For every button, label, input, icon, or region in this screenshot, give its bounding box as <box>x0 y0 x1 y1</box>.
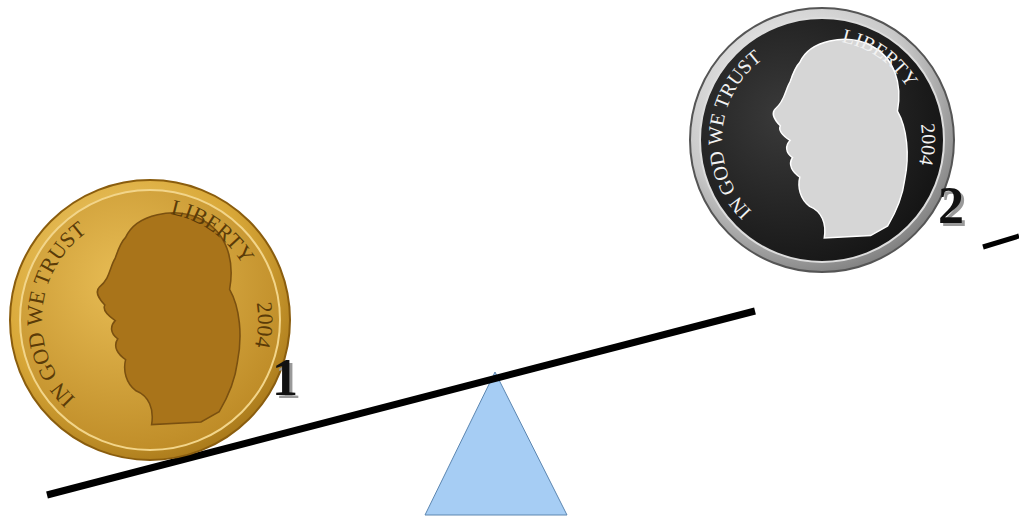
coin-inscription: 2004 <box>250 301 278 351</box>
coin-inscription: LIBERTY <box>169 194 260 267</box>
callout-number: 2 <box>938 180 964 232</box>
beam-fragment <box>983 236 1019 247</box>
silver-coin <box>690 8 954 272</box>
coin-inscription: 2004 <box>915 122 940 167</box>
coin-inscription: IN GOD WE TRUST <box>22 216 91 413</box>
gold-coin <box>10 180 290 460</box>
coin-inscription: LIBERTY <box>840 24 922 90</box>
coin-inscription: IN GOD WE TRUST <box>704 45 766 224</box>
callout-number: 1 <box>272 352 298 404</box>
